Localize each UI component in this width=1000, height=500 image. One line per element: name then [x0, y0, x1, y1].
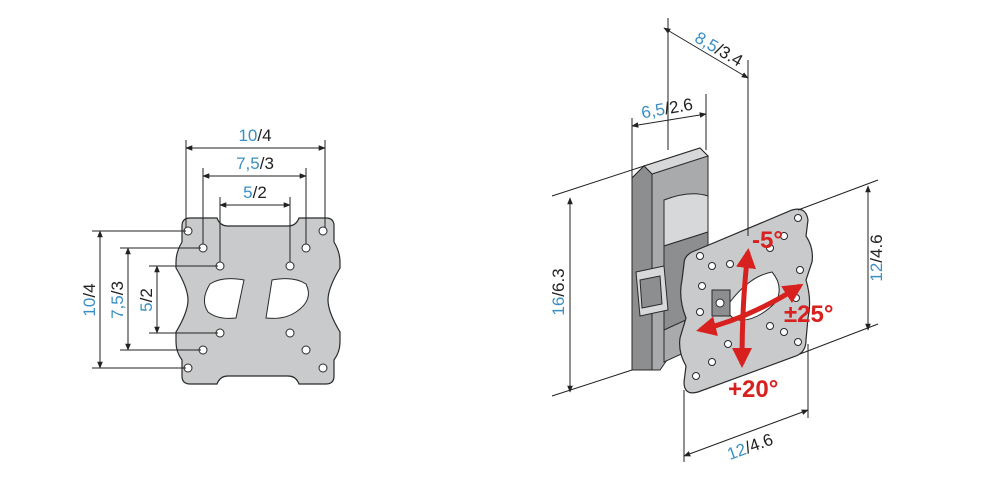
label-tilt-up: -5° [752, 227, 783, 254]
label-height-10: 10/4 [80, 283, 99, 316]
label-height-plate: 12/4.6 [867, 234, 886, 281]
label-width-plate: 12/4.6 [725, 430, 776, 464]
label-height-75: 7,5/3 [108, 281, 127, 319]
label-height-5: 5/2 [137, 288, 156, 312]
label-width-5: 5/2 [243, 183, 267, 202]
side-dimension-lines [551, 18, 879, 462]
label-height-mount: 16/6.3 [549, 268, 568, 315]
front-view-plate [175, 217, 341, 385]
front-dimension-lines [92, 140, 326, 369]
label-swivel: ±25° [784, 301, 833, 328]
label-width-75: 7,5/3 [236, 154, 274, 173]
movement-arrows [696, 248, 804, 368]
label-width-10: 10/4 [238, 126, 271, 145]
label-tilt-down: +20° [728, 376, 778, 403]
label-depth-min: 6,5/2.6 [640, 95, 695, 123]
